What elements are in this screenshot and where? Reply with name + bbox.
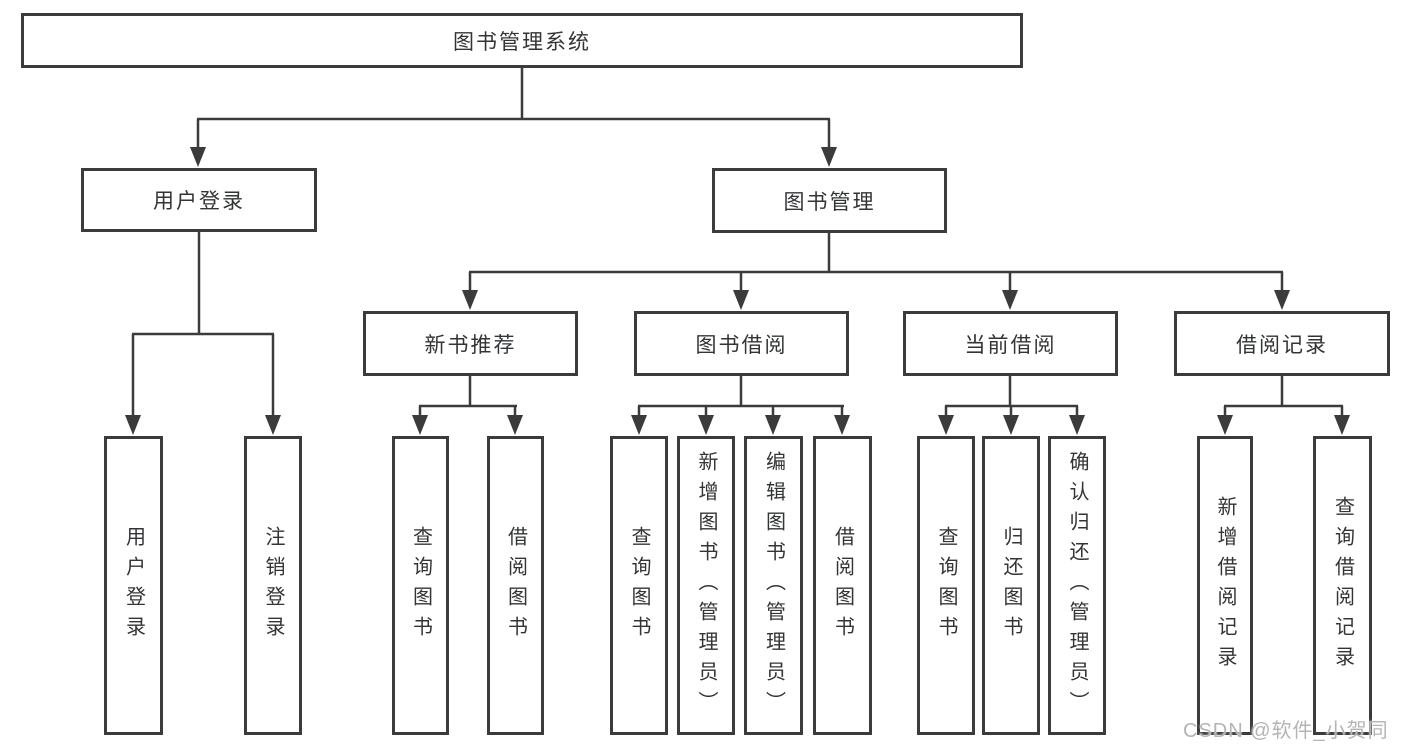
leaf-add-borrow-record: 新增借阅记录 [1197,436,1253,735]
leaf-confirm-return-admin: 确认归还（管理员） [1048,436,1106,735]
arrowheads [125,147,1350,435]
node-new-book-recommend: 新书推荐 [363,311,578,376]
leaf-query-borrow-record: 查询借阅记录 [1313,436,1372,735]
node-borrow-records: 借阅记录 [1174,311,1390,376]
leaf-query-book-recommend: 查询图书 [392,436,449,735]
node-book-management: 图书管理 [712,168,947,233]
node-book-borrow: 图书借阅 [634,311,849,376]
node-current-borrow: 当前借阅 [903,311,1118,376]
node-library-management-system: 图书管理系统 [21,13,1023,68]
leaf-query-book-borrow: 查询图书 [610,436,668,735]
leaf-return-book: 归还图书 [982,436,1040,735]
watermark: CSDN @软件_小贺同学 [1183,720,1389,742]
leaf-query-book-current: 查询图书 [917,436,975,735]
leaf-edit-book-admin: 编辑图书（管理员） [744,436,803,735]
leaf-borrow-book: 借阅图书 [813,436,872,735]
node-user-login: 用户登录 [81,168,317,232]
leaf-user-login: 用户登录 [104,436,163,735]
leaf-logout: 注销登录 [244,436,302,735]
leaf-add-book-admin: 新增图书（管理员） [677,436,735,735]
leaf-borrow-book-recommend: 借阅图书 [487,436,544,735]
